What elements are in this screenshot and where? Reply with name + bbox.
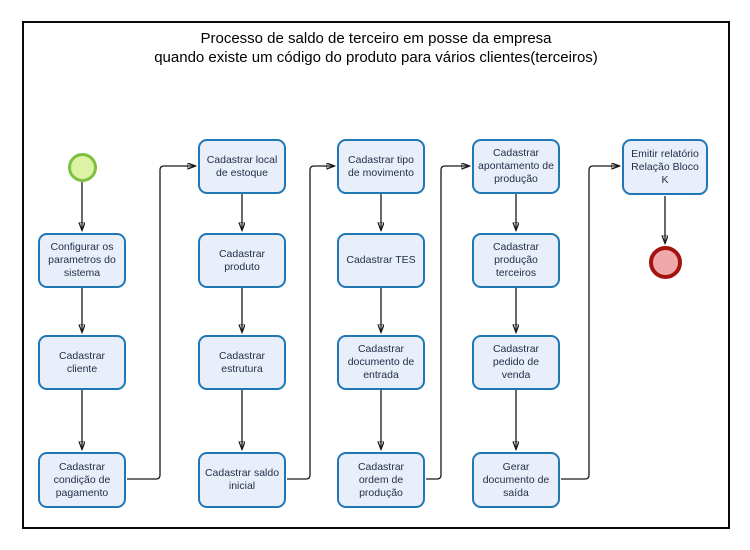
task-cadastrar-documento-entrada: Cadastrar documento de entrada — [337, 335, 425, 390]
diagram-title-line1: Processo de saldo de terceiro em posse d… — [200, 30, 552, 47]
task-label: Cadastrar produto — [218, 247, 266, 273]
task-label: Cadastrar local de estoque — [206, 153, 278, 179]
task-cadastrar-tipo-movimento: Cadastrar tipo de movimento — [337, 139, 425, 194]
end-event-circle — [649, 246, 682, 279]
task-label: Cadastrar apontamento de produção — [478, 147, 554, 185]
start-event-circle — [68, 153, 97, 182]
task-label: Cadastrar tipo de movimento — [348, 153, 414, 179]
task-label: Cadastrar TES — [346, 254, 416, 266]
task-cadastrar-producao-terceiros: Cadastrar produção terceiros — [472, 233, 560, 288]
task-configurar-parametros: Configurar os parametros do sistema — [38, 233, 126, 288]
task-cadastrar-condicao-pagamento: Cadastrar condição de pagamento — [38, 452, 126, 508]
task-emitir-relatorio-bloco-k: Emitir relatório Relação Bloco K — [622, 139, 708, 195]
diagram-title-line2: quando existe um código do produto para … — [154, 49, 598, 66]
task-cadastrar-ordem-producao: Cadastrar ordem de produção — [337, 452, 425, 508]
task-cadastrar-pedido-venda: Cadastrar pedido de venda — [472, 335, 560, 390]
task-label: Cadastrar pedido de venda — [492, 343, 540, 381]
task-cadastrar-apontamento-producao: Cadastrar apontamento de produção — [472, 139, 560, 194]
task-label: Cadastrar ordem de produção — [357, 460, 405, 499]
task-cadastrar-estrutura: Cadastrar estrutura — [198, 335, 286, 390]
task-gerar-documento-saida: Gerar documento de saída — [472, 452, 560, 508]
task-label: Cadastrar produção terceiros — [492, 241, 540, 279]
task-label: Cadastrar estrutura — [218, 349, 266, 375]
task-cadastrar-local-estoque: Cadastrar local de estoque — [198, 139, 286, 194]
task-label: Emitir relatório Relação Bloco K — [631, 147, 699, 186]
task-cadastrar-produto: Cadastrar produto — [198, 233, 286, 288]
task-label: Cadastrar saldo inicial — [204, 467, 280, 492]
diagram-title: Processo de saldo de terceiro em posse d… — [22, 29, 730, 67]
task-label: Cadastrar cliente — [58, 349, 106, 375]
task-cadastrar-tes: Cadastrar TES — [337, 233, 425, 288]
task-label: Cadastrar condição de pagamento — [53, 460, 111, 499]
task-cadastrar-saldo-inicial: Cadastrar saldo inicial — [198, 452, 286, 508]
task-label: Configurar os parametros do sistema — [48, 241, 116, 279]
task-label: Gerar documento de saída — [482, 460, 550, 499]
task-label: Cadastrar documento de entrada — [347, 343, 415, 381]
task-cadastrar-cliente: Cadastrar cliente — [38, 335, 126, 390]
